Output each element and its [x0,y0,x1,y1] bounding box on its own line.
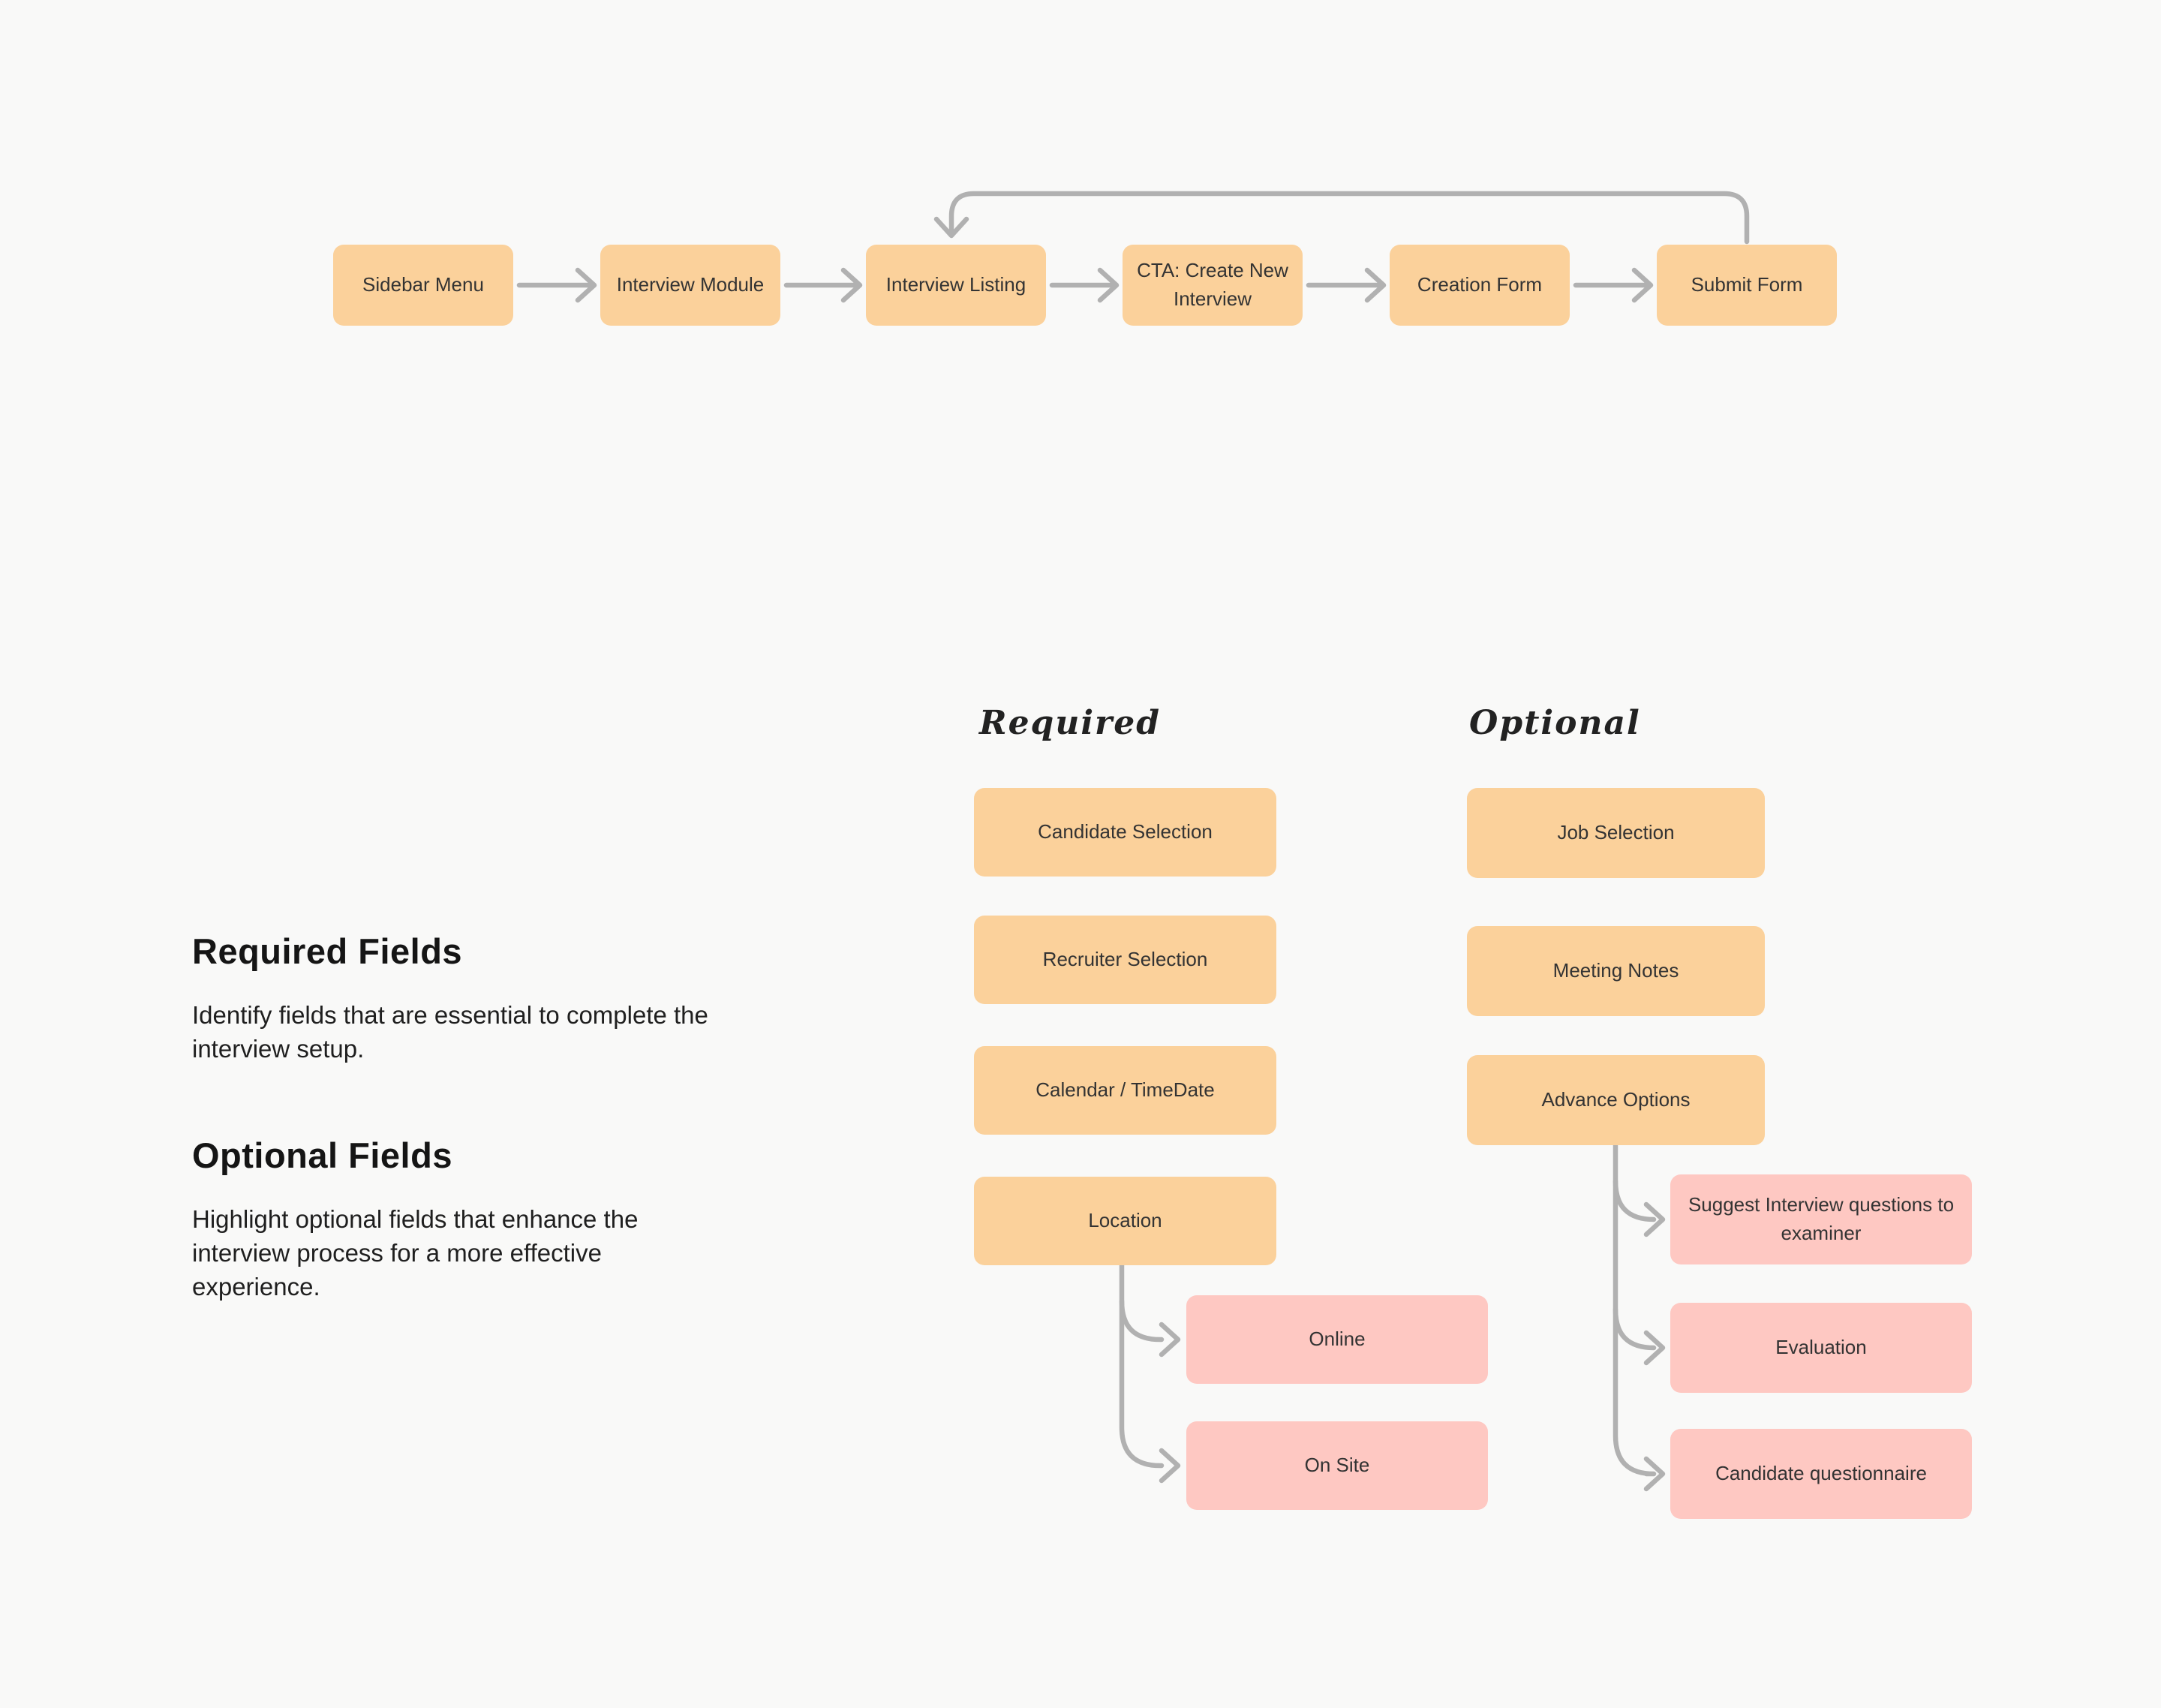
connector-advance-trunk [1612,1142,1666,1492]
flow-node-sidebar-menu[interactable]: Sidebar Menu [333,245,513,326]
connector-advance-to-evaluation [1612,1307,1666,1366]
node-on-site[interactable]: On Site [1186,1421,1488,1510]
connector-form-to-submit [1573,267,1654,303]
node-job-selection[interactable]: Job Selection [1467,788,1765,878]
flow-node-interview-listing[interactable]: Interview Listing [866,245,1046,326]
connector-sidebar-to-module [516,267,597,303]
required-column-header: Required [979,704,1161,742]
optional-fields-description: Highlight optional fields that enhance t… [192,1205,639,1301]
node-online[interactable]: Online [1186,1295,1488,1384]
node-calendar-timedate[interactable]: Calendar / TimeDate [974,1046,1276,1135]
flow-node-interview-module[interactable]: Interview Module [600,245,780,326]
node-suggest-interview-questions[interactable]: Suggest Interview questions to examiner [1670,1174,1972,1264]
node-candidate-questionnaire[interactable]: Candidate questionnaire [1670,1429,1972,1519]
node-location[interactable]: Location [974,1177,1276,1265]
connector-cta-to-form [1306,267,1387,303]
connector-location-trunk [1119,1262,1181,1484]
required-fields-heading: Required Fields [192,931,463,971]
connector-module-to-listing [783,267,863,303]
connector-listing-to-cta [1049,267,1120,303]
node-evaluation[interactable]: Evaluation [1670,1303,1972,1393]
connector-submit-loopback-listing [933,191,1750,245]
optional-fields-heading: Optional Fields [192,1135,452,1175]
required-fields-description: Identify fields that are essential to co… [192,1001,708,1063]
node-meeting-notes[interactable]: Meeting Notes [1467,926,1765,1016]
flow-node-creation-form[interactable]: Creation Form [1390,245,1570,326]
connector-advance-to-suggest [1612,1178,1666,1237]
flow-node-cta-create-new-interview[interactable]: CTA: Create New Interview [1123,245,1303,326]
connector-location-to-online [1119,1298,1181,1358]
flow-node-submit-form[interactable]: Submit Form [1657,245,1837,326]
node-candidate-selection[interactable]: Candidate Selection [974,788,1276,877]
optional-column-header: Optional [1469,704,1641,742]
node-advance-options[interactable]: Advance Options [1467,1055,1765,1145]
node-recruiter-selection[interactable]: Recruiter Selection [974,916,1276,1004]
